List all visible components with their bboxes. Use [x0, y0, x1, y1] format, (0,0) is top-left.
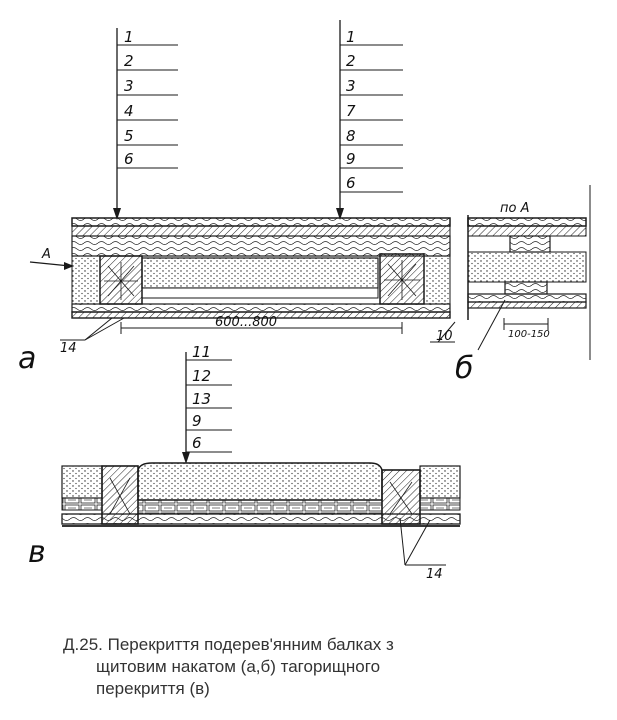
detail-a-leader-right-labels: 1 2 3 7 8 9 6: [346, 28, 356, 192]
leader-right-label: 6: [346, 174, 356, 192]
leader-label: 12: [192, 367, 211, 385]
leader-right-label: 1: [346, 28, 356, 46]
caption-line-3: перекриття (в): [96, 679, 210, 698]
view-label: по А: [500, 201, 529, 216]
caption-line-2: щитовим накатом (а,б) тагорищного: [96, 657, 381, 676]
leader-label: 13: [192, 390, 211, 408]
detail-a: 1 2 3 4 5 6 1 2 3 7 8 9 6: [18, 20, 456, 376]
leader-right-label: 3: [346, 77, 356, 95]
caption-text-1: Перекриття подерев'янним балках з: [107, 635, 394, 654]
leader-right-label: 9: [346, 150, 356, 168]
leader-label: 11: [192, 343, 211, 361]
dimension-label: 600...800: [215, 315, 277, 330]
caption-line-1: Д.25. Перекриття подерев'янним балках з: [63, 634, 603, 656]
leader-left-label: 3: [124, 77, 134, 95]
detail-b: по А 100-150 б: [455, 185, 591, 386]
caption-number: Д.25.: [63, 635, 103, 654]
detail-a-label: а: [18, 341, 36, 376]
detail-a-section: [29, 217, 456, 343]
detail-a-leader-right: [336, 20, 403, 220]
leader-right-label: 7: [346, 102, 356, 120]
callout-14-label: 14: [60, 341, 77, 356]
leader-left-label: 2: [124, 52, 134, 70]
detail-c: 11 12 13 9 6 14 в: [28, 343, 461, 582]
detail-c-section: [61, 462, 461, 566]
callout-10-label: 10: [436, 329, 453, 344]
detail-c-leader: [182, 352, 232, 464]
detail-a-leader-left: [113, 28, 178, 220]
detail-b-label: б: [455, 351, 474, 386]
figure-caption: Д.25. Перекриття подерев'янним балках з …: [63, 634, 603, 700]
detail-c-label: в: [28, 535, 46, 570]
callout-14-label: 14: [426, 567, 443, 582]
leader-left-label: 1: [124, 28, 134, 46]
leader-left-label: 4: [124, 102, 134, 120]
leader-right-label: 2: [346, 52, 356, 70]
leader-left-label: 5: [124, 127, 134, 145]
leader-label: 9: [192, 412, 202, 430]
leader-left-label: 6: [124, 150, 134, 168]
detail-a-leader-left-labels: 1 2 3 4 5 6: [124, 28, 134, 168]
leader-right-label: 8: [346, 127, 356, 145]
section-arrow-label: А: [41, 247, 51, 262]
leader-label: 6: [192, 434, 202, 452]
dimension-label: 100-150: [508, 329, 550, 340]
